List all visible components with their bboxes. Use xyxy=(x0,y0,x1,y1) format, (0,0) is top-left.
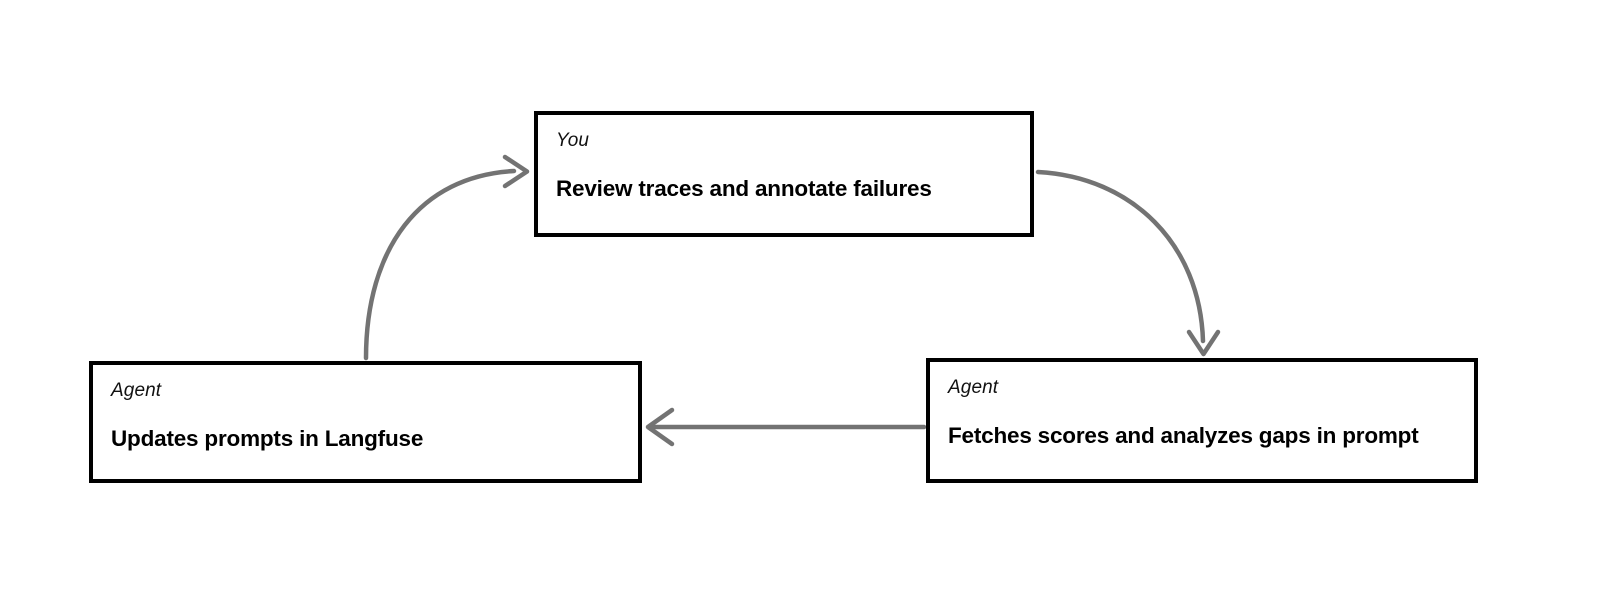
node-role-label: You xyxy=(556,130,590,151)
node-agent-update[interactable]: Agent Updates prompts in Langfuse xyxy=(89,361,642,483)
edge-fetch-to-update xyxy=(645,407,927,447)
node-role-label: Agent xyxy=(111,380,162,401)
edge-update-to-you-line xyxy=(363,168,517,361)
node-role-label: Agent xyxy=(948,377,999,398)
edge-you-to-fetch-line xyxy=(1035,169,1206,344)
edge-update-to-you-arrowhead xyxy=(502,154,530,189)
edge-update-to-you xyxy=(363,154,530,361)
node-title-label: Updates prompts in Langfuse xyxy=(111,425,424,451)
node-you-review[interactable]: You Review traces and annotate failures xyxy=(534,111,1034,237)
node-title-label: Fetches scores and analyzes gaps in prom… xyxy=(948,422,1419,448)
node-title-label: Review traces and annotate failures xyxy=(556,175,932,201)
edge-you-to-fetch-arrowhead xyxy=(1186,329,1221,357)
edge-you-to-fetch xyxy=(1035,169,1221,357)
edge-fetch-to-update-arrowhead xyxy=(645,407,675,447)
node-agent-fetch[interactable]: Agent Fetches scores and analyzes gaps i… xyxy=(926,358,1478,483)
